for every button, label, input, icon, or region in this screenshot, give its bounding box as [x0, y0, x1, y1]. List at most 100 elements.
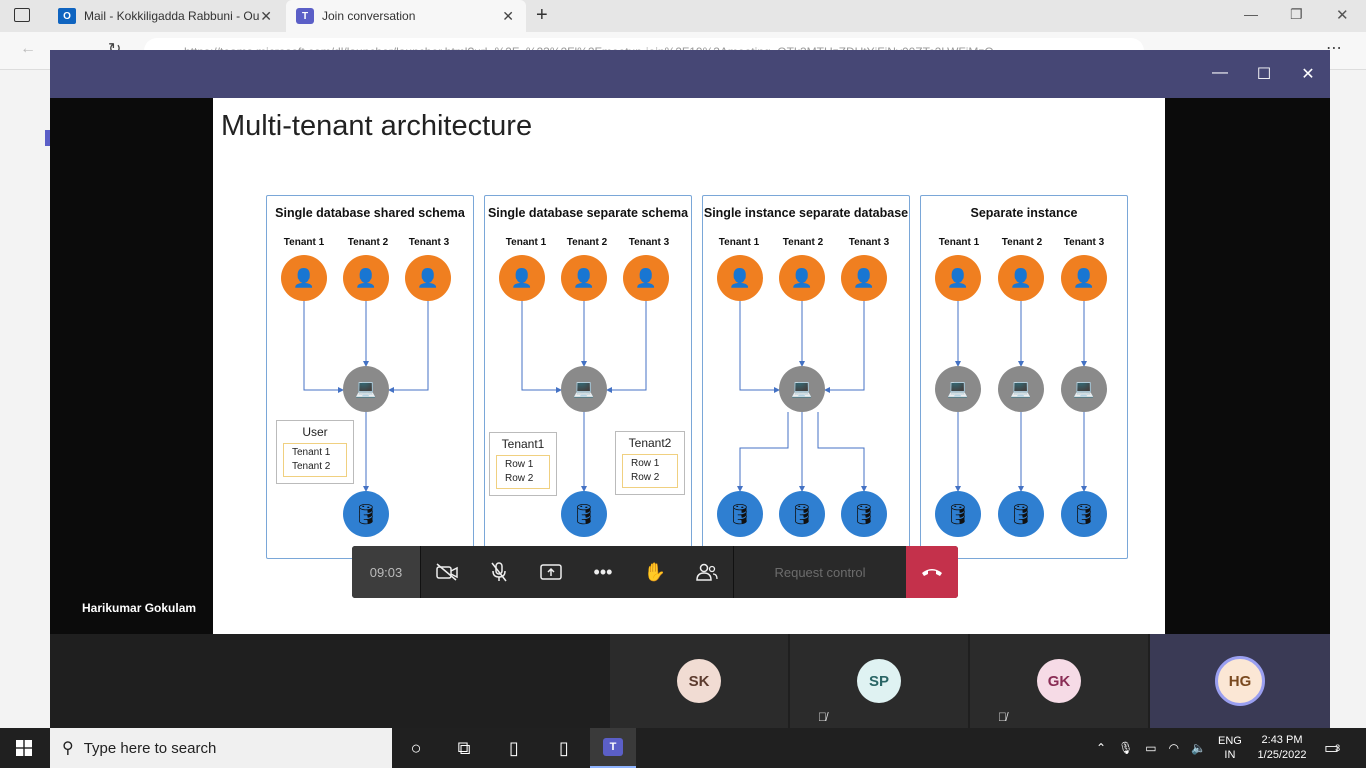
- laptop-icon: 💻: [935, 366, 981, 412]
- divider: [733, 546, 734, 598]
- search-placeholder: Type here to search: [83, 739, 217, 757]
- minimize-icon[interactable]: —: [1244, 6, 1258, 22]
- laptop-icon: 💻: [1061, 366, 1107, 412]
- outlook-icon: O: [58, 8, 76, 24]
- close-icon[interactable]: ✕: [502, 8, 514, 24]
- clock-time: 2:43 PM: [1261, 734, 1303, 746]
- database-icon: 🛢: [779, 491, 825, 537]
- file-icon[interactable]: ▯: [559, 737, 569, 758]
- avatar: HG: [1215, 656, 1265, 706]
- teams-icon: T: [296, 8, 314, 24]
- slide-title: Multi-tenant architecture: [221, 110, 533, 142]
- language-indicator[interactable]: ENG IN: [1218, 728, 1242, 768]
- phone-icon: [922, 569, 942, 576]
- tab-mail-label: Mail - Kokkiligadda Rabbuni - Ou: [84, 9, 260, 23]
- volume-icon[interactable]: 🔈: [1191, 741, 1207, 755]
- table-rows: Row 1 Row 2: [622, 454, 678, 488]
- avatar: SK: [677, 659, 721, 703]
- back-icon[interactable]: ←: [20, 40, 36, 57]
- task-view-icon[interactable]: ⧉: [457, 737, 471, 758]
- speaker-name: Harikumar Gokulam: [82, 601, 197, 615]
- close-icon[interactable]: ✕: [260, 8, 272, 24]
- participant-strip: SK SP 🎙̸ GK 🎙̸ HG: [50, 634, 1330, 728]
- participant-tile[interactable]: SP 🎙̸: [790, 634, 968, 728]
- participant-tile-self[interactable]: HG: [1150, 634, 1330, 728]
- restore-icon[interactable]: ❐: [1290, 6, 1303, 22]
- close-window-icon[interactable]: ✕: [1336, 7, 1349, 24]
- table-rows: Tenant 1 Tenant 2: [283, 443, 347, 477]
- windows-start-icon[interactable]: [4, 728, 44, 768]
- close-icon[interactable]: ✕: [1301, 66, 1315, 83]
- hang-up-button[interactable]: [906, 546, 958, 598]
- tenant-label: Tenant 2: [566, 237, 608, 248]
- wifi-icon[interactable]: ◠: [1168, 741, 1180, 755]
- avatar: SP: [857, 659, 901, 703]
- tenant-label: Tenant 3: [628, 237, 670, 248]
- taskbar-search[interactable]: ⚲ Type here to search: [50, 728, 392, 768]
- battery-icon[interactable]: ▭: [1145, 741, 1157, 755]
- tab-actions-icon[interactable]: [14, 8, 30, 22]
- browser-tab-strip: O Mail - Kokkiligadda Rabbuni - Ou ✕ T J…: [0, 0, 1366, 32]
- raise-hand-icon[interactable]: ✋: [643, 561, 667, 582]
- table-row: Tenant 1: [292, 447, 331, 458]
- more-options-icon[interactable]: •••: [593, 561, 613, 582]
- tab-join-label: Join conversation: [322, 9, 416, 23]
- tenant1-table: Tenant1 Row 1 Row 2: [489, 432, 557, 496]
- new-tab-icon[interactable]: +: [536, 4, 548, 26]
- side-accent: [45, 130, 50, 146]
- tenant-label: Tenant 2: [782, 237, 824, 248]
- developer-icon: 👤: [281, 255, 327, 301]
- database-icon: 🛢: [717, 491, 763, 537]
- minimize-icon[interactable]: —: [1212, 64, 1228, 81]
- table-row: Row 1: [631, 458, 660, 469]
- developer-icon: 👤: [343, 255, 389, 301]
- tenant-label: Tenant 2: [1001, 237, 1043, 248]
- file-icon[interactable]: ▯: [509, 737, 519, 758]
- chevron-up-icon[interactable]: ⌃: [1096, 741, 1107, 755]
- database-icon: 🛢: [1061, 491, 1107, 537]
- developer-icon: 👤: [841, 255, 887, 301]
- microphone-icon[interactable]: 🎙: [1118, 741, 1134, 755]
- maximize-icon[interactable]: ☐: [1256, 66, 1272, 83]
- tenant-label: Tenant 1: [505, 237, 547, 248]
- panel-title: Single instance separate database: [703, 206, 909, 220]
- more-icon[interactable]: ⋯: [1326, 40, 1342, 57]
- participant-tile[interactable]: GK 🎙̸: [970, 634, 1148, 728]
- laptop-icon: 💻: [998, 366, 1044, 412]
- tenant-label: Tenant 2: [347, 237, 389, 248]
- share-screen-icon[interactable]: [525, 546, 577, 598]
- lang-code: ENG: [1218, 735, 1242, 747]
- clock[interactable]: 2:43 PM 1/25/2022: [1254, 728, 1310, 768]
- database-icon: 🛢: [841, 491, 887, 537]
- laptop-icon: 💻: [561, 366, 607, 412]
- table-header: User: [302, 425, 328, 439]
- user-table: User Tenant 1 Tenant 2: [276, 420, 354, 484]
- participants-icon[interactable]: [681, 546, 733, 598]
- tab-join-conversation[interactable]: T Join conversation ✕: [286, 0, 526, 32]
- developer-icon: 👤: [405, 255, 451, 301]
- developer-icon: 👤: [499, 255, 545, 301]
- developer-icon: 👤: [935, 255, 981, 301]
- table-row: Row 2: [505, 473, 534, 484]
- tab-mail[interactable]: O Mail - Kokkiligadda Rabbuni - Ou ✕: [48, 0, 284, 32]
- tenant-label: Tenant 1: [283, 237, 325, 248]
- database-icon: 🛢: [343, 491, 389, 537]
- tenant-label: Tenant 3: [1063, 237, 1105, 248]
- tenant-label: Tenant 3: [408, 237, 450, 248]
- request-control-button[interactable]: Request control: [774, 564, 866, 580]
- notifications-icon[interactable]: ▭3: [1324, 740, 1341, 757]
- developer-icon: 👤: [998, 255, 1044, 301]
- tenant-label: Tenant 1: [718, 237, 760, 248]
- mic-off-icon[interactable]: [473, 546, 525, 598]
- table-header: Tenant1: [501, 437, 545, 451]
- camera-off-icon[interactable]: [421, 546, 473, 598]
- table-rows: Row 1 Row 2: [496, 455, 550, 489]
- shared-slide: Multi-tenant architecture: [213, 98, 1165, 634]
- panel-separate-instance: Separate instance: [920, 195, 1128, 559]
- teams-taskbar-icon[interactable]: T: [590, 728, 636, 768]
- clock-date: 1/25/2022: [1257, 749, 1307, 761]
- database-icon: 🛢: [998, 491, 1044, 537]
- cortana-icon[interactable]: ○: [410, 737, 422, 758]
- participant-tile[interactable]: SK: [610, 634, 788, 728]
- tenant2-table: Tenant2 Row 1 Row 2: [615, 431, 685, 495]
